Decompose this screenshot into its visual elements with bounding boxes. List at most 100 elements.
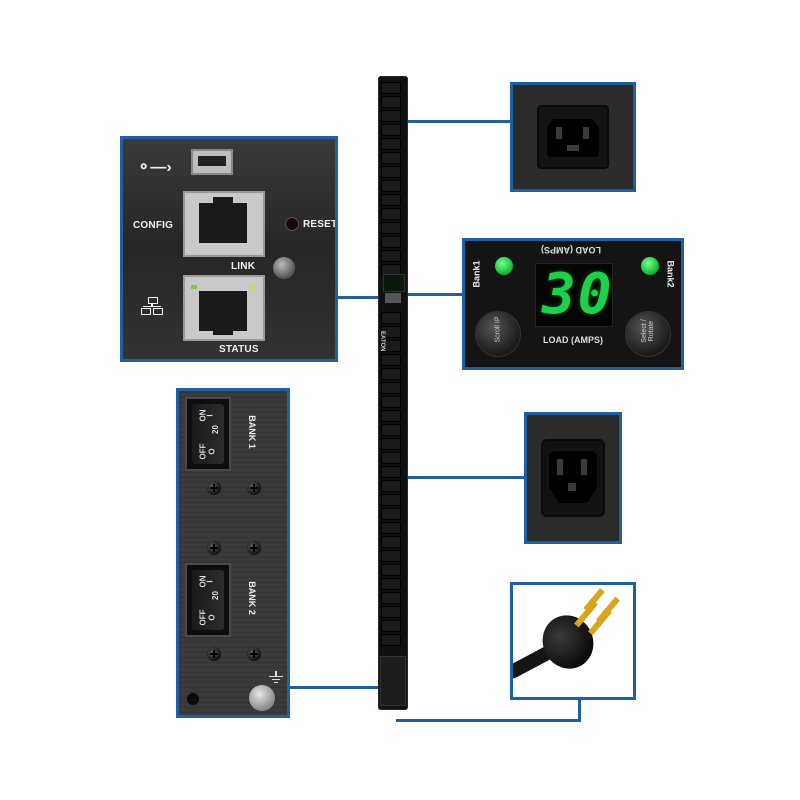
pdu-outlet[interactable] — [381, 424, 401, 436]
pdu-outlet[interactable] — [381, 368, 401, 380]
bank1-label: Bank1 — [471, 260, 482, 288]
screw — [207, 647, 221, 661]
pdu-outlet[interactable] — [381, 494, 401, 506]
pdu-outlet[interactable] — [381, 194, 401, 206]
pdu-outlet[interactable] — [381, 110, 401, 122]
pdu-outlet[interactable] — [381, 326, 401, 338]
pdu-outlet[interactable] — [381, 236, 401, 248]
config-label: CONFIG — [133, 220, 174, 231]
screw — [207, 541, 221, 555]
pdu-outlet[interactable] — [381, 606, 401, 618]
plug-panel — [510, 582, 636, 700]
ground-screw — [249, 685, 275, 711]
plug-body — [533, 606, 603, 678]
pdu-outlet[interactable] — [381, 564, 401, 576]
connector-line-c19 — [404, 120, 512, 123]
pdu-outlet[interactable] — [381, 620, 401, 632]
scroll-ip-button[interactable]: Scroll IP — [475, 311, 521, 357]
bank2-label: Bank2 — [665, 260, 676, 288]
pdu-outlet[interactable] — [381, 550, 401, 562]
pdu-outlet[interactable] — [381, 592, 401, 604]
pdu-outlet[interactable] — [381, 354, 401, 366]
scroll-ip-label: Scroll IP — [494, 316, 502, 343]
pdu-outlet[interactable] — [381, 382, 401, 394]
pdu-outlet[interactable] — [381, 634, 401, 646]
pdu-outlet[interactable] — [381, 410, 401, 422]
pdu-outlet[interactable] — [381, 536, 401, 548]
pdu-outlet[interactable] — [381, 222, 401, 234]
connector-line-display — [404, 293, 464, 296]
pdu-outlet[interactable] — [381, 250, 401, 262]
bank2-rating: 20 — [210, 591, 220, 600]
pdu-outlet[interactable] — [381, 522, 401, 534]
bank2-off-symbol: O — [207, 614, 217, 621]
screw — [247, 481, 261, 495]
pdu-outlet[interactable] — [381, 466, 401, 478]
pdu-outlet[interactable] — [381, 508, 401, 520]
config-port[interactable] — [183, 191, 265, 257]
network-panel: ⚬—› CONFIG RESET LINK STATUS — [120, 136, 338, 362]
bank2-on-symbol: I — [205, 580, 215, 583]
connector-line-c13 — [404, 476, 526, 479]
status-led — [273, 257, 295, 279]
pdu-outlet[interactable] — [381, 152, 401, 164]
bottom-load-label: LOAD (AMPS) — [543, 335, 603, 345]
bank1-rating: 20 — [210, 425, 220, 434]
connector-line-plug-v — [578, 697, 581, 721]
pdu-outlet[interactable] — [381, 82, 401, 94]
pdu-outlet[interactable] — [381, 452, 401, 464]
breaker-panel: ON I 20 OFF O BANK 1 ON I 20 OFF O BANK … — [176, 388, 290, 718]
network-icon — [141, 297, 163, 315]
load-reading: 30 — [542, 262, 614, 327]
screw — [247, 647, 261, 661]
digit-display: 30 — [535, 262, 614, 327]
pdu-outlet[interactable] — [381, 180, 401, 192]
load-display-panel: Bank1 Bank2 LOAD (AMPS) 30 LOAD (AMPS) S… — [462, 238, 684, 370]
reset-button[interactable] — [285, 217, 299, 231]
select-rotate-button[interactable]: Select / Rotate — [625, 311, 671, 357]
pdu-brand: EATON — [379, 331, 385, 352]
bank1-breaker-switch[interactable]: ON I 20 OFF O — [185, 397, 231, 471]
c13-outlet[interactable] — [541, 439, 605, 517]
c19-outlet-panel — [510, 82, 636, 192]
bank1-on-symbol: I — [205, 414, 215, 417]
plug-prong-3 — [596, 596, 620, 624]
pdu-strip: EATON — [378, 76, 408, 710]
pdu-outlet[interactable] — [381, 138, 401, 150]
connector-line-network — [335, 296, 385, 299]
pdu-outlet[interactable] — [381, 578, 401, 590]
pdu-bottom-cap — [380, 656, 406, 706]
pdu-outlet[interactable] — [381, 96, 401, 108]
pdu-outlet[interactable] — [381, 166, 401, 178]
bank2-off-label: OFF — [198, 609, 208, 626]
reset-label: RESET — [303, 219, 338, 230]
pdu-display-window — [383, 274, 405, 292]
c19-outlet[interactable] — [537, 105, 609, 169]
bank1-led — [495, 257, 513, 275]
pdu-outlet[interactable] — [381, 124, 401, 136]
connector-line-breaker — [290, 686, 385, 689]
pdu-outlet[interactable] — [381, 438, 401, 450]
pdu-outlet[interactable] — [381, 208, 401, 220]
top-load-label: LOAD (AMPS) — [541, 245, 601, 255]
bank1-off-symbol: O — [207, 448, 217, 455]
bank2-label: BANK 2 — [246, 581, 257, 615]
usb-icon: ⚬—› — [137, 159, 172, 176]
pdu-ports — [385, 293, 401, 303]
link-label: LINK — [231, 261, 256, 272]
status-label: STATUS — [219, 344, 259, 355]
bank1-label: BANK 1 — [246, 415, 257, 449]
pdu-outlet[interactable] — [381, 340, 401, 352]
pdu-outlet[interactable] — [381, 480, 401, 492]
network-port[interactable] — [183, 275, 265, 341]
c13-outlet-panel — [524, 412, 622, 544]
bank2-led — [641, 257, 659, 275]
bank2-breaker-switch[interactable]: ON I 20 OFF O — [185, 563, 231, 637]
screw — [247, 541, 261, 555]
pdu-outlet[interactable] — [381, 312, 401, 324]
connector-line-plug-h — [396, 719, 581, 722]
pdu-outlet[interactable] — [381, 396, 401, 408]
screw — [207, 481, 221, 495]
usb-port[interactable] — [191, 149, 233, 175]
ground-icon — [269, 671, 283, 683]
